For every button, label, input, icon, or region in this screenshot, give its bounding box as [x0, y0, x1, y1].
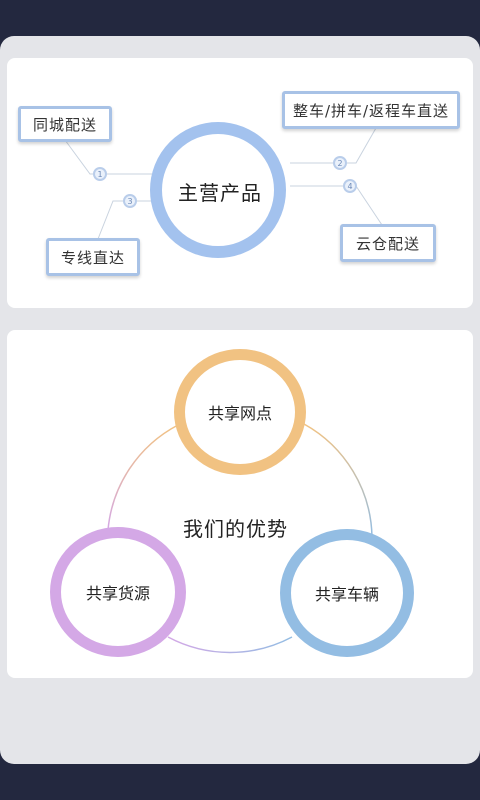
step-badge-3: 3 [123, 194, 137, 208]
products-ring [150, 122, 286, 258]
advantage-shared-outlets: 共享网点 [174, 349, 306, 475]
tag-full-truck-delivery[interactable]: 整车/拼车/返程车直送 [282, 91, 460, 129]
advantage-label: 共享车辆 [314, 585, 379, 604]
advantage-label: 共享网点 [207, 404, 272, 423]
advantages-title: 我们的优势 [183, 517, 288, 541]
step-badge-2: 2 [333, 156, 347, 170]
advantage-label: 共享货源 [85, 584, 150, 603]
advantage-shared-cargo: 共享货源 [50, 527, 186, 657]
step-badge-1: 1 [93, 167, 107, 181]
advantage-shared-vehicles: 共享车辆 [280, 529, 414, 657]
tag-dedicated-line[interactable]: 专线直达 [46, 238, 140, 276]
products-title: 主营产品 [178, 181, 262, 205]
tag-same-city-delivery[interactable]: 同城配送 [18, 106, 112, 142]
step-badge-4: 4 [343, 179, 357, 193]
tag-cloud-warehouse[interactable]: 云仓配送 [340, 224, 436, 262]
